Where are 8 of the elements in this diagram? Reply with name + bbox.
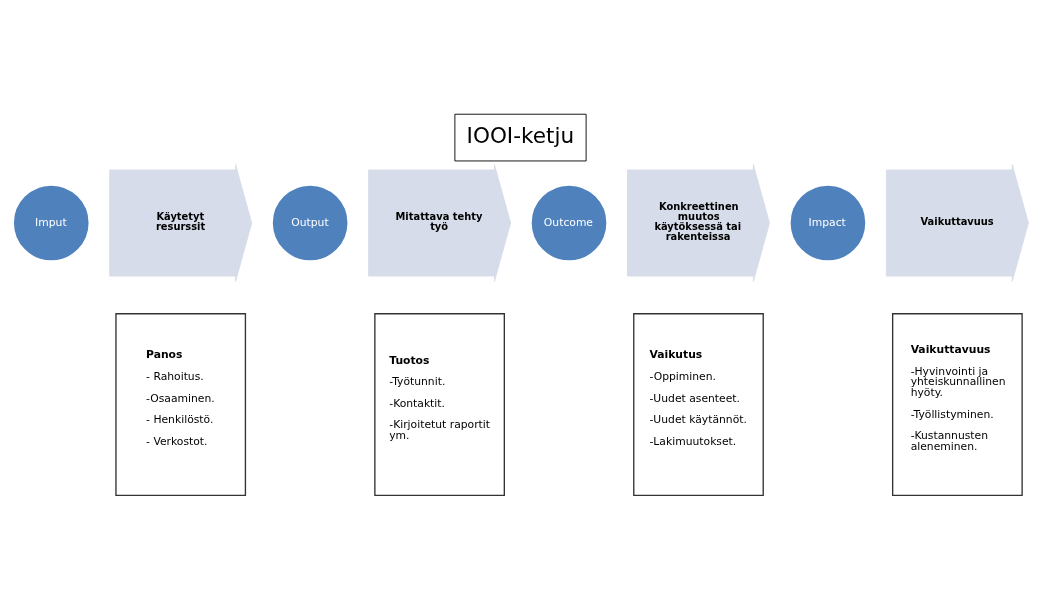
diagram-title: IOOI-ketju bbox=[466, 122, 574, 148]
node-circle: Output bbox=[269, 182, 350, 263]
node-box: Vaikuttavuus -Hyvinvointi ja yhteiskunnallinen hyöty. -Työllistyminen. -Kustannusten aleneminen. bbox=[891, 312, 1023, 496]
node-box: Panos - Rahoitus. -Osaaminen. - Henkilöstö. - Verkostot. bbox=[114, 312, 246, 496]
node-circle: Impact bbox=[787, 182, 868, 263]
node-box: Vaikutus -Oppiminen. -Uudet asenteet. -Uudet käytännöt. -Lakimuutokset. bbox=[632, 312, 764, 496]
node-circle: Outcome bbox=[528, 182, 609, 263]
node-box: Tuotos -Työtunnit. -Kontaktit. -Kirjoitetut raportit ym. bbox=[373, 312, 505, 496]
